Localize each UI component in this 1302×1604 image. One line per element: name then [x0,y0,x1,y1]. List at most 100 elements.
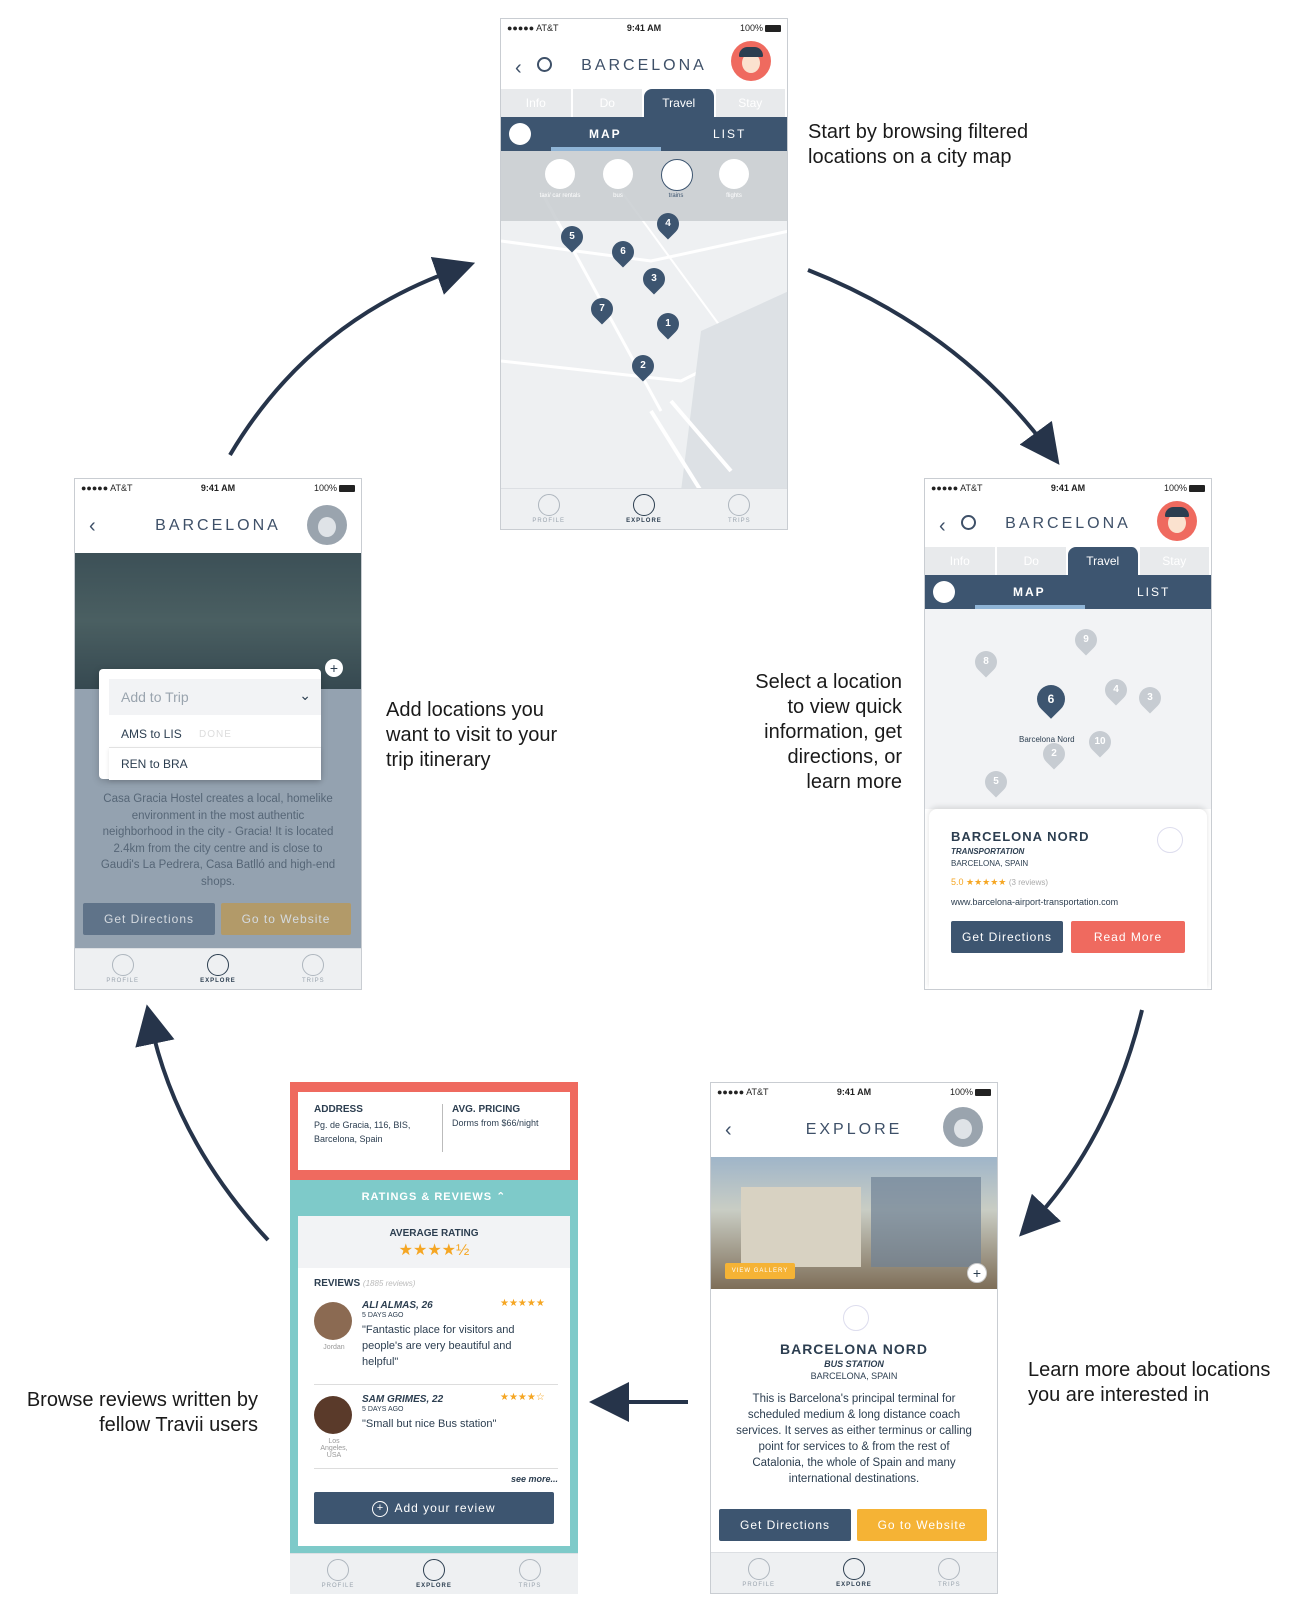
review-date: 5 DAYS AGO [362,1406,404,1413]
map-pin[interactable]: 6 [607,236,639,268]
nav-trips[interactable]: TRIPS [266,949,361,989]
map-icon [632,494,655,516]
trip-option[interactable]: REN to BRA [109,747,321,780]
nav-trips[interactable]: TRIPS [482,1554,578,1594]
search-icon[interactable] [961,515,976,530]
tab-list[interactable]: LIST [713,127,747,141]
screen-reviews: ADDRESS Pg. de Gracia, 116, BIS, Barcelo… [290,1082,578,1594]
tab-map[interactable]: MAP [1013,585,1046,599]
nav-profile[interactable]: PROFILE [290,1554,386,1594]
tab-do[interactable]: Do [996,547,1068,575]
back-icon[interactable]: ‹ [89,515,96,537]
location-card[interactable]: BARCELONA NORD TRANSPORTATION BARCELONA,… [929,809,1207,989]
review-text: "Fantastic place for visitors and people… [362,1324,515,1368]
tab-info[interactable]: Info [925,547,997,575]
nav-profile[interactable]: PROFILE [501,489,596,529]
filter-flights[interactable] [719,159,749,189]
selected-map-pin[interactable]: 6 [1031,679,1071,719]
map-pin[interactable]: 5 [980,766,1012,798]
filter-bus[interactable] [603,159,633,189]
arrow-left-to-top [228,256,476,457]
add-icon[interactable]: + [325,659,343,677]
go-to-website-button[interactable]: Go to Website [857,1509,987,1541]
address-label: ADDRESS [314,1104,363,1115]
page-title: BARCELONA [1005,515,1131,532]
tab-travel[interactable]: Travel [644,89,716,117]
map-pin[interactable]: 3 [638,263,670,295]
chevron-up-icon: ⌃ [496,1191,507,1203]
star-icons: ★★★★★ [966,877,1007,887]
get-directions-button[interactable]: Get Directions [719,1509,851,1541]
tab-stay[interactable]: Stay [1139,547,1211,575]
nav-explore[interactable]: EXPLORE [596,489,691,529]
get-directions-button[interactable]: Get Directions [951,921,1063,953]
add-review-button[interactable]: +Add your review [314,1492,554,1524]
page-title: BARCELONA [581,57,707,74]
profile-icon [747,1558,770,1580]
reviews-section: RATINGS & REVIEWS ⌃ AVERAGE RATING ★★★★½… [290,1180,578,1554]
map-pin[interactable]: 8 [970,646,1002,678]
search-icon[interactable] [537,57,552,72]
tab-travel[interactable]: Travel [1068,547,1140,575]
filter-icon[interactable] [933,581,955,603]
back-icon[interactable]: ‹ [939,515,946,537]
nav-profile[interactable]: PROFILE [711,1553,806,1593]
read-more-button[interactable]: Read More [1071,921,1185,953]
map-pin[interactable]: 4 [1100,674,1132,706]
bus-icon [843,1305,869,1331]
avatar[interactable] [307,505,347,545]
filter-trains[interactable] [661,159,693,191]
done-button[interactable]: DONE [199,729,232,740]
location-url[interactable]: www.barcelona-airport-transportation.com [951,897,1119,907]
get-directions-button[interactable]: Get Directions [83,903,215,935]
map-pin[interactable]: 1 [652,308,684,340]
see-more-link[interactable]: see more... [510,1474,558,1484]
nav-trips[interactable]: TRIPS [902,1553,997,1593]
add-icon[interactable]: + [967,1263,987,1283]
luggage-icon [728,494,751,516]
battery-icon [765,25,781,33]
nav-profile[interactable]: PROFILE [75,949,170,989]
bus-icon [1157,827,1183,853]
avatar[interactable] [1157,501,1197,541]
avatar[interactable] [943,1107,983,1147]
back-icon[interactable]: ‹ [725,1119,732,1141]
filter-icon[interactable] [509,123,531,145]
view-gallery-button[interactable]: VIEW GALLERY [725,1263,795,1279]
nav-trips[interactable]: TRIPS [692,489,787,529]
back-icon[interactable]: ‹ [515,57,522,79]
bottom-nav: PROFILE EXPLORE TRIPS [290,1553,578,1594]
avatar[interactable] [731,41,771,81]
reviewer-name: ALI ALMAS, 26 [362,1300,433,1311]
tab-list[interactable]: LIST [1137,585,1171,599]
nav-explore[interactable]: EXPLORE [386,1554,482,1594]
status-bar: ●●●●● AT&T 9:41 AM 100% [711,1083,997,1101]
filter-taxi[interactable] [545,159,575,189]
nav-explore[interactable]: EXPLORE [806,1553,901,1593]
map-pin[interactable]: 2 [627,350,659,382]
tab-map[interactable]: MAP [589,127,622,141]
hostel-description: Casa Gracia Hostel creates a local, home… [100,793,336,888]
ratings-header[interactable]: RATINGS & REVIEWS ⌃ [361,1191,507,1203]
caption-bottom-right: Learn more about locations you are inter… [1028,1359,1271,1406]
map-pin[interactable]: 4 [652,208,684,240]
tab-info[interactable]: Info [501,89,573,117]
trip-dropdown[interactable]: Add to Trip ⌄ [109,679,321,715]
transport-filters: taxi/ car rentals bus trains flights [501,151,787,221]
screen-location-card: ●●●●● AT&T 9:41 AM 100% ‹ BARCELONA Info… [924,478,1212,990]
reviewer-avatar [314,1396,352,1434]
tab-stay[interactable]: Stay [715,89,787,117]
nav-explore[interactable]: EXPLORE [170,949,265,989]
go-to-website-button[interactable]: Go to Website [221,903,351,935]
map-pin[interactable]: 3 [1134,682,1166,714]
average-stars: ★★★★½ [398,1242,470,1259]
map-pin[interactable]: 5 [556,221,588,253]
map-pin[interactable]: 9 [1070,624,1102,656]
selected-pin-label: Barcelona Nord [1019,735,1075,744]
map-area[interactable] [925,609,1211,809]
trip-option[interactable]: AMS to LIS [121,727,182,741]
map-pin[interactable]: 10 [1084,726,1116,758]
tab-do[interactable]: Do [572,89,644,117]
map-pin[interactable]: 7 [586,293,618,325]
pricing-value: Dorms from $66/night [452,1118,539,1128]
